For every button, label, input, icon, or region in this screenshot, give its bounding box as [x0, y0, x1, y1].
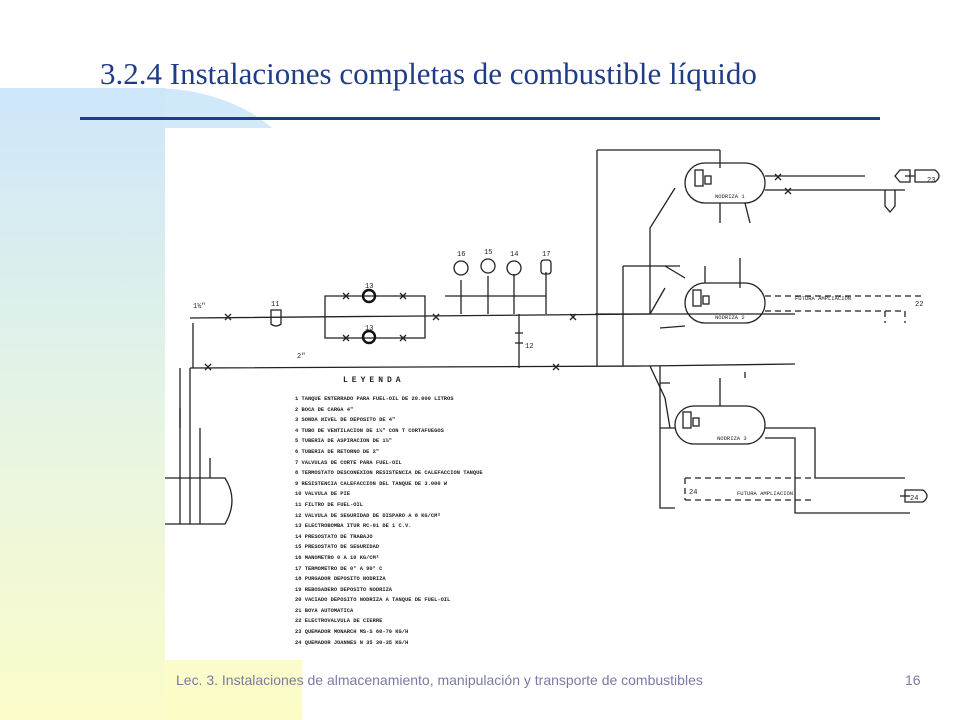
legend-item: 3 Sonda nivel de deposito de 4"	[295, 417, 396, 424]
return-line	[189, 363, 796, 369]
gauge-14	[506, 260, 522, 276]
legend-item: 4 Tubo de ventilacion de 1½" con T corta…	[295, 427, 444, 434]
legend-item: 15 Presostato de seguridad	[295, 544, 380, 551]
legend-item: 5 Tuberia de aspiracion de 1½"	[295, 438, 393, 445]
legend-item: 6 Tuberia de retorno de 2"	[295, 448, 380, 455]
filter-label: 11	[271, 301, 279, 309]
burner-label-22: 22	[915, 301, 923, 309]
legend-item: 23 Quemador Monarch MS-S 60-70 kg/h	[295, 629, 409, 636]
gauge-16	[453, 260, 469, 276]
legend-item: 11 Filtro de fuel-oil	[295, 501, 363, 508]
legend-item: 9 Resistencia calefaccion del tanque de …	[295, 480, 448, 487]
legend-item: 24 Quemador Joannes N 35 30-35 kg/h	[295, 639, 409, 646]
piping-diagram: 1½" 2" 11 13 13 16 15 14 17 12 NODRIZA 1…	[165, 128, 950, 660]
burner-24-body	[904, 489, 928, 503]
legend-item: 22 Electrovalvula de cierre	[295, 618, 383, 625]
legend-item: 1 Tanque enterrado para fuel-oil de 20.0…	[295, 396, 454, 402]
legend-item: 17 Termometro de 0° a 90° C	[295, 565, 383, 572]
legend-item: 10 Valvula de pie	[295, 491, 350, 498]
gauge-15	[480, 258, 496, 274]
legend-item: 8 Termostato desconexion resistencia de …	[295, 470, 483, 477]
legend-item: 21 Boya automatica	[295, 607, 354, 614]
filter-11	[270, 309, 282, 327]
pump-13b	[361, 329, 377, 345]
footer-text: Lec. 3. Instalaciones de almacenamiento,…	[176, 672, 703, 688]
legend-title: LEYENDA	[343, 376, 405, 385]
legend-item: 18 Purgador deposito nodriza	[295, 576, 386, 583]
burner-label-23: 23	[927, 177, 935, 185]
legend-item: 13 Electrobomba Itur RC-01 de 1 C.V.	[295, 523, 412, 530]
pipe-size-suction: 1½"	[193, 302, 206, 311]
nodriza-label-1: NODRIZA 1	[715, 193, 745, 200]
valve-label-12: 12	[525, 343, 533, 351]
nodriza-label-2: NODRIZA 2	[715, 314, 745, 321]
pump-13a	[361, 288, 377, 304]
legend-item: 16 Manometro 0 a 10 kg/cm²	[295, 554, 380, 561]
nodriza-label-3: NODRIZA 3	[717, 435, 747, 442]
burner-label-24: 24	[910, 495, 918, 503]
slide-title: 3.2.4 Instalaciones completas de combust…	[100, 56, 757, 91]
future-expansion-label-1: FUTURA AMPLIACION	[795, 295, 851, 302]
valve-symbols	[204, 173, 792, 371]
page-number: 16	[905, 672, 921, 688]
nodriza-tank-2	[684, 282, 766, 324]
gauge-label-17: 17	[542, 251, 550, 259]
legend-item: 14 Presostato de trabajo	[295, 533, 373, 540]
future-expansion-label-2: FUTURA AMPLIACION	[737, 490, 793, 497]
title-underline	[80, 117, 880, 120]
legend-item: 20 Vaciado deposito nodriza a tanque de …	[295, 597, 451, 604]
pump-label-a: 13	[365, 283, 373, 291]
thermometer-17	[540, 259, 552, 275]
future-expansion-2	[684, 477, 815, 501]
pump-label-b: 13	[365, 325, 373, 333]
future-expansion-1	[765, 295, 925, 312]
legend-item: 19 Rebosadero deposito nodriza	[295, 586, 393, 593]
gauge-label-15: 15	[484, 249, 492, 257]
riser-lines	[596, 150, 661, 383]
pipe-size-return: 2"	[297, 353, 305, 361]
legend-item: 2 Boca de carga 4"	[295, 406, 354, 413]
background-gradient-strip	[0, 88, 165, 720]
piping-schematic: 1½" 2" 11 13 13 16 15 14 17 12 NODRIZA 1…	[165, 149, 940, 525]
nodriza-tank-1	[684, 162, 766, 204]
gauge-label-14: 14	[510, 251, 518, 259]
gauge-label-16: 16	[457, 251, 465, 259]
burner-label-24b: 24	[689, 489, 697, 497]
legend-item: 7 Valvulas de corte para fuel-oil	[295, 459, 402, 466]
storage-tank-1	[165, 477, 233, 525]
instrument-taps	[460, 272, 547, 314]
legend-list: 1 Tanque enterrado para fuel-oil de 20.0…	[295, 394, 483, 648]
legend-item: 12 Valvula de seguridad de disparo a 8 k…	[295, 512, 441, 519]
burner-23-body	[914, 169, 940, 183]
